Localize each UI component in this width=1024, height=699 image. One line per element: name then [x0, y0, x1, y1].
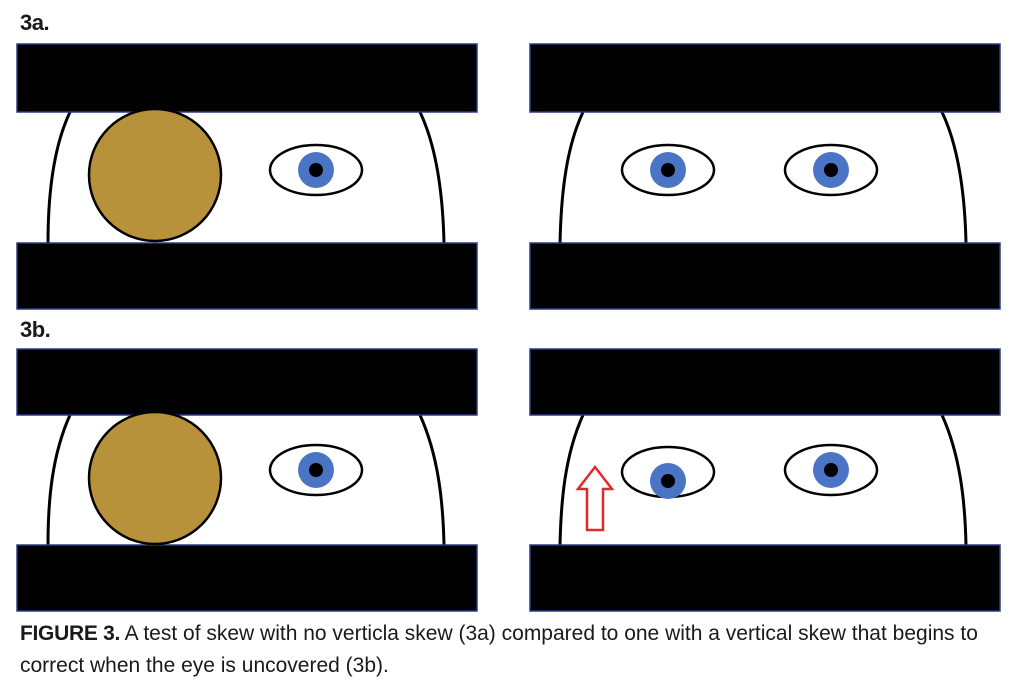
panel-label-3a: 3a. — [20, 10, 50, 35]
top-bar — [16, 43, 478, 113]
face-outline-right — [418, 414, 446, 546]
up-arrow-icon — [575, 464, 615, 532]
round-occluder-icon — [87, 410, 223, 546]
eye-icon — [620, 445, 716, 499]
eye-icon — [268, 443, 364, 497]
face-outline-right — [940, 111, 968, 244]
bottom-bar — [16, 242, 478, 310]
panel-3a-right — [529, 43, 1001, 310]
eye-icon — [268, 143, 364, 197]
face-outline-left — [558, 111, 585, 244]
eye-icon — [783, 143, 879, 197]
bottom-bar — [529, 242, 1001, 310]
bottom-bar — [16, 544, 478, 612]
caption-lead: FIGURE 3. — [20, 622, 120, 645]
face-outline-right — [418, 111, 446, 244]
top-bar — [16, 348, 478, 416]
top-bar — [529, 43, 1001, 113]
figure-caption: FIGURE 3. A test of skew with no verticl… — [20, 618, 1010, 682]
face-outline-left — [558, 414, 585, 546]
face-outline-left — [46, 111, 72, 244]
eye-icon — [620, 143, 716, 197]
panel-label-3b: 3b. — [20, 317, 51, 342]
panel-3b-left — [16, 348, 478, 612]
face-outline-left — [46, 414, 72, 546]
eye-icon — [783, 443, 879, 497]
face-outline-right — [940, 414, 968, 546]
caption-text: A test of skew with no verticla skew (3a… — [20, 622, 978, 677]
bottom-bar — [529, 544, 1001, 612]
round-occluder-icon — [87, 107, 223, 243]
top-bar — [529, 348, 1001, 416]
panel-3a-left — [16, 43, 478, 310]
panel-3b-right — [529, 348, 1001, 612]
